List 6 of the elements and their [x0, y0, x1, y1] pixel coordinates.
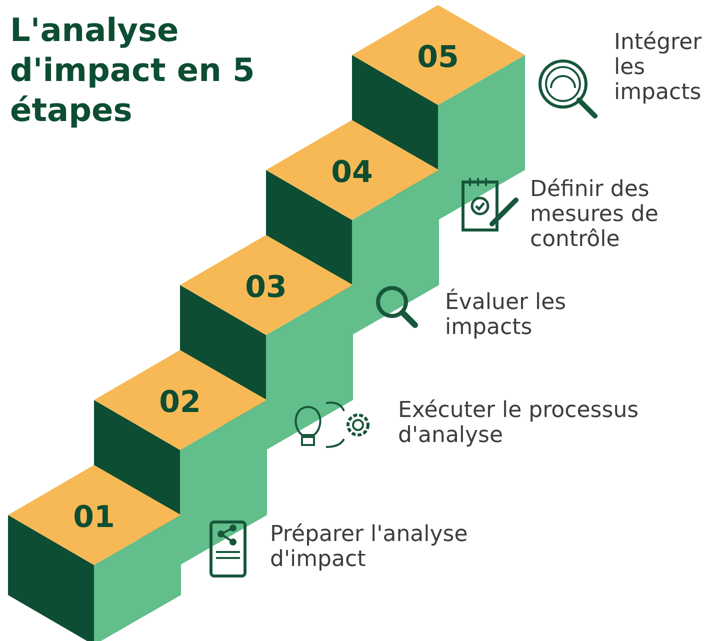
step-description: Évaluer les impacts: [445, 290, 568, 340]
step-description: Intégrer les impacts: [614, 30, 703, 105]
title: L'analyse d'impact en 5 étapes: [10, 10, 256, 130]
step-description: Exécuter le processus d'analyse: [398, 398, 640, 448]
step-description: Préparer l'analyse d'impact: [270, 522, 469, 572]
step-description: Définir des mesures de contrôle: [530, 177, 660, 252]
